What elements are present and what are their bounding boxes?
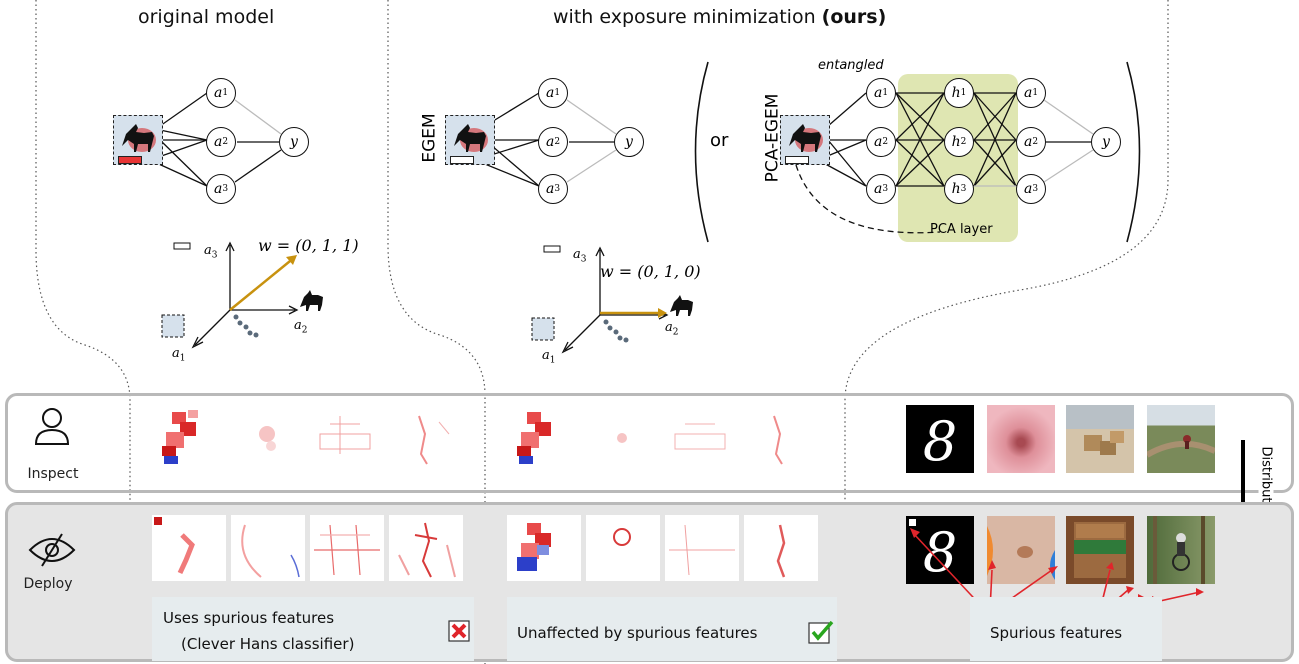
card-original-line2: (Clever Hans classifier) [181, 635, 355, 653]
axis-label-a3-ours: a3 [573, 247, 587, 265]
input-image-original [113, 115, 163, 165]
node-y-pca: y [1091, 127, 1121, 157]
axis-diagram-ours [531, 245, 693, 354]
axis-diagram-original [161, 241, 323, 349]
horse-icon [789, 124, 823, 152]
pca-egem-label: PCA-EGEM [762, 93, 783, 183]
heatmap-inspect-ours-1 [507, 404, 581, 470]
photo-inspect-boxes [1066, 405, 1134, 473]
entangled-label: entangled [818, 58, 884, 73]
network-edges [149, 61, 1141, 243]
title-ours: with exposure minimization (ours) [553, 6, 886, 28]
card-ours-text: Unaffected by spurious features [517, 624, 758, 642]
photo-deploy-boxes [1066, 516, 1134, 584]
heatmap-deploy-original-1 [152, 515, 226, 581]
title-original-model: original model [138, 6, 275, 28]
heatmap-inspect-original-1 [152, 404, 226, 470]
weight-vector-ours: w = (0, 1, 0) [600, 262, 701, 281]
axis-label-a2-original: a2 [294, 318, 308, 336]
photo-inspect-bike [1147, 405, 1215, 473]
heatmap-inspect-original-4 [389, 404, 463, 470]
card-ours [507, 597, 837, 661]
deploy-label: Deploy [23, 576, 73, 592]
axis-label-a1-original: a1 [172, 346, 186, 364]
heatmap-deploy-ours-1 [507, 515, 581, 581]
inspect-label: Inspect [27, 466, 79, 482]
heatmap-inspect-ours-2 [586, 404, 660, 470]
photo-inspect-mnist: 8 [906, 405, 974, 473]
card-original-line1: Uses spurious features [163, 609, 335, 627]
photo-inspect-skin [987, 405, 1055, 473]
heatmap-deploy-original-3 [310, 515, 384, 581]
photo-deploy-bike [1147, 516, 1215, 584]
user-icon [34, 408, 70, 445]
heatmap-deploy-original-2 [231, 515, 305, 581]
axis-label-a2-ours: a2 [665, 320, 679, 338]
card-spurious-text: Spurious features [990, 624, 1123, 642]
axis-label-a3-original: a3 [204, 243, 218, 261]
heatmap-inspect-ours-4 [744, 404, 818, 470]
horse-icon [454, 124, 488, 152]
input-image-egem [445, 115, 495, 165]
title-ours-text: with exposure minimization [553, 6, 816, 28]
input-image-pca-egem [780, 115, 830, 165]
photo-deploy-skin [987, 516, 1055, 584]
or-label: or [710, 130, 729, 151]
heatmap-deploy-ours-4 [744, 515, 818, 581]
horse-icon [122, 124, 156, 152]
red-x-icon [448, 620, 470, 642]
node-y-egem: y [614, 127, 644, 157]
pca-layer-label: PCA layer [930, 222, 993, 237]
title-ours-bold: (ours) [821, 6, 887, 28]
egem-label: EGEM [419, 113, 440, 163]
axis-label-a1-ours: a1 [542, 348, 556, 366]
heatmap-deploy-ours-3 [665, 515, 739, 581]
inspect-panel [5, 393, 1294, 493]
heatmap-inspect-ours-3 [665, 404, 739, 470]
svg-text:8: 8 [923, 410, 957, 473]
card-spurious [970, 597, 1162, 661]
heatmap-deploy-ours-2 [586, 515, 660, 581]
heatmap-inspect-original-2 [231, 404, 305, 470]
node-y-original: y [279, 127, 309, 157]
heatmap-inspect-original-3 [310, 404, 384, 470]
eye-slash-icon [28, 533, 76, 567]
card-original [152, 597, 474, 661]
green-check-icon [808, 620, 834, 644]
weight-vector-original: w = (0, 1, 1) [258, 236, 359, 255]
heatmap-deploy-original-4 [389, 515, 463, 581]
